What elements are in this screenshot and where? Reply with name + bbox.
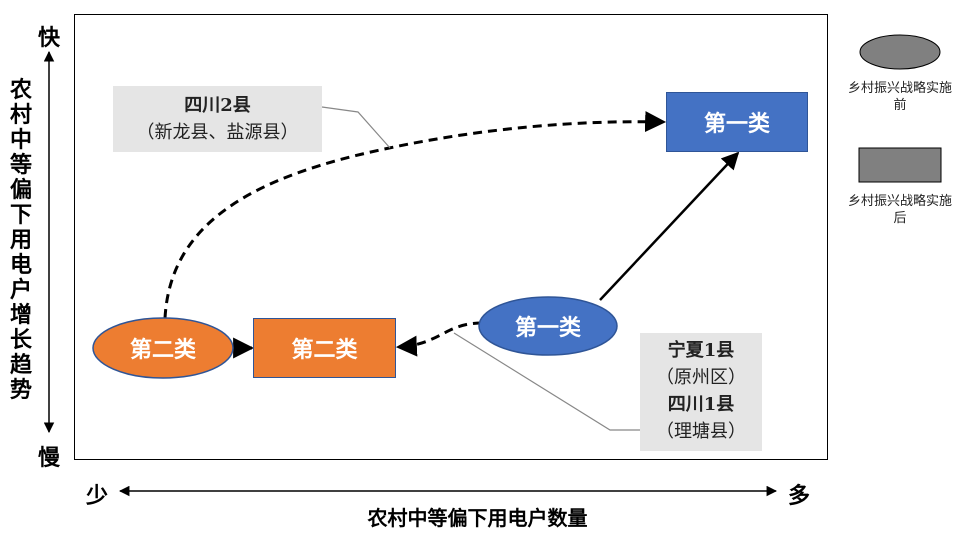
class1-ellipse-shape <box>478 296 618 356</box>
class2-after-node: 第二类 <box>253 318 396 378</box>
arrow-class1-ellipse-to-box <box>599 151 740 301</box>
callout-sichuan-1-title: 四川1县 <box>667 394 735 415</box>
callout-leader-top <box>321 106 391 149</box>
callout-group-1: 宁夏1县 （原州区） 四川1县 （理塘县） <box>640 333 762 451</box>
x-axis-left-label: 少 <box>86 484 109 509</box>
dashed-arrow-class1-to-class2 <box>395 321 483 357</box>
callout-leader-bottom <box>453 332 640 431</box>
callout-ningxia-title: 宁夏1县 <box>667 340 735 361</box>
x-axis-title: 农村中等偏下用电户数量 <box>367 506 588 530</box>
legend-ellipse <box>859 34 941 70</box>
callout-ningxia-detail: （原州区） <box>656 367 746 388</box>
y-axis-title: 农村中等偏下用电户增长趋势 <box>9 78 32 403</box>
legend-rect <box>858 147 942 183</box>
class1-before-node: 第一类 <box>514 316 581 341</box>
dashed-curve-class2-to-class1 <box>163 111 667 319</box>
legend-after-label: 乡村振兴战略实施后 <box>847 194 952 226</box>
class2-ellipse-shape <box>92 317 234 379</box>
y-axis-top-label: 快 <box>37 26 60 51</box>
callout-sichuan-2-detail: （新龙县、盐源县） <box>136 122 299 143</box>
x-axis-right-label: 多 <box>788 484 811 509</box>
class1-after-node: 第一类 <box>666 92 808 152</box>
callout-sichuan-2: 四川2县 （新龙县、盐源县） <box>113 86 322 152</box>
class2-before-node: 第二类 <box>129 338 196 363</box>
callout-sichuan-2-title: 四川2县 <box>184 95 251 116</box>
legend-before-label: 乡村振兴战略实施前 <box>847 81 952 113</box>
callout-sichuan-1-detail: （理塘县） <box>656 421 746 442</box>
y-axis-bottom-label: 慢 <box>37 446 60 471</box>
